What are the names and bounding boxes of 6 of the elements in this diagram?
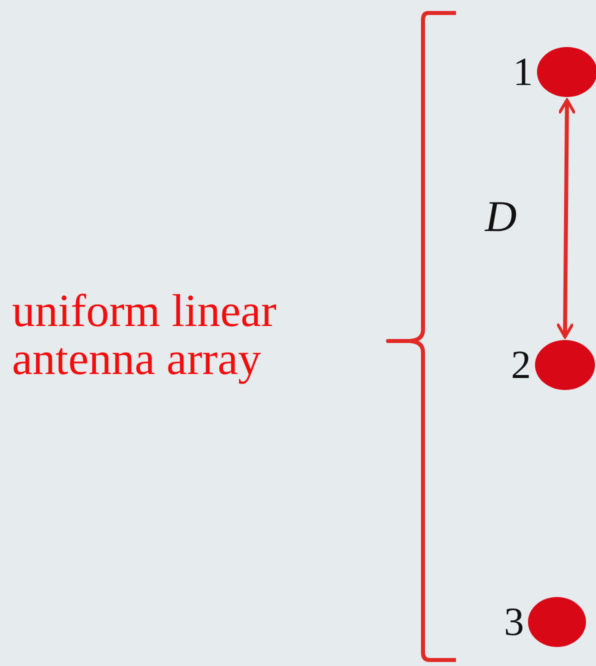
element-number: 1 [513,52,533,92]
spacing-label: D [485,195,517,239]
bracket-label: uniform linear antenna array [12,287,278,384]
double-arrow [556,98,576,338]
element-number: 2 [511,345,531,385]
element-number: 3 [504,602,524,642]
